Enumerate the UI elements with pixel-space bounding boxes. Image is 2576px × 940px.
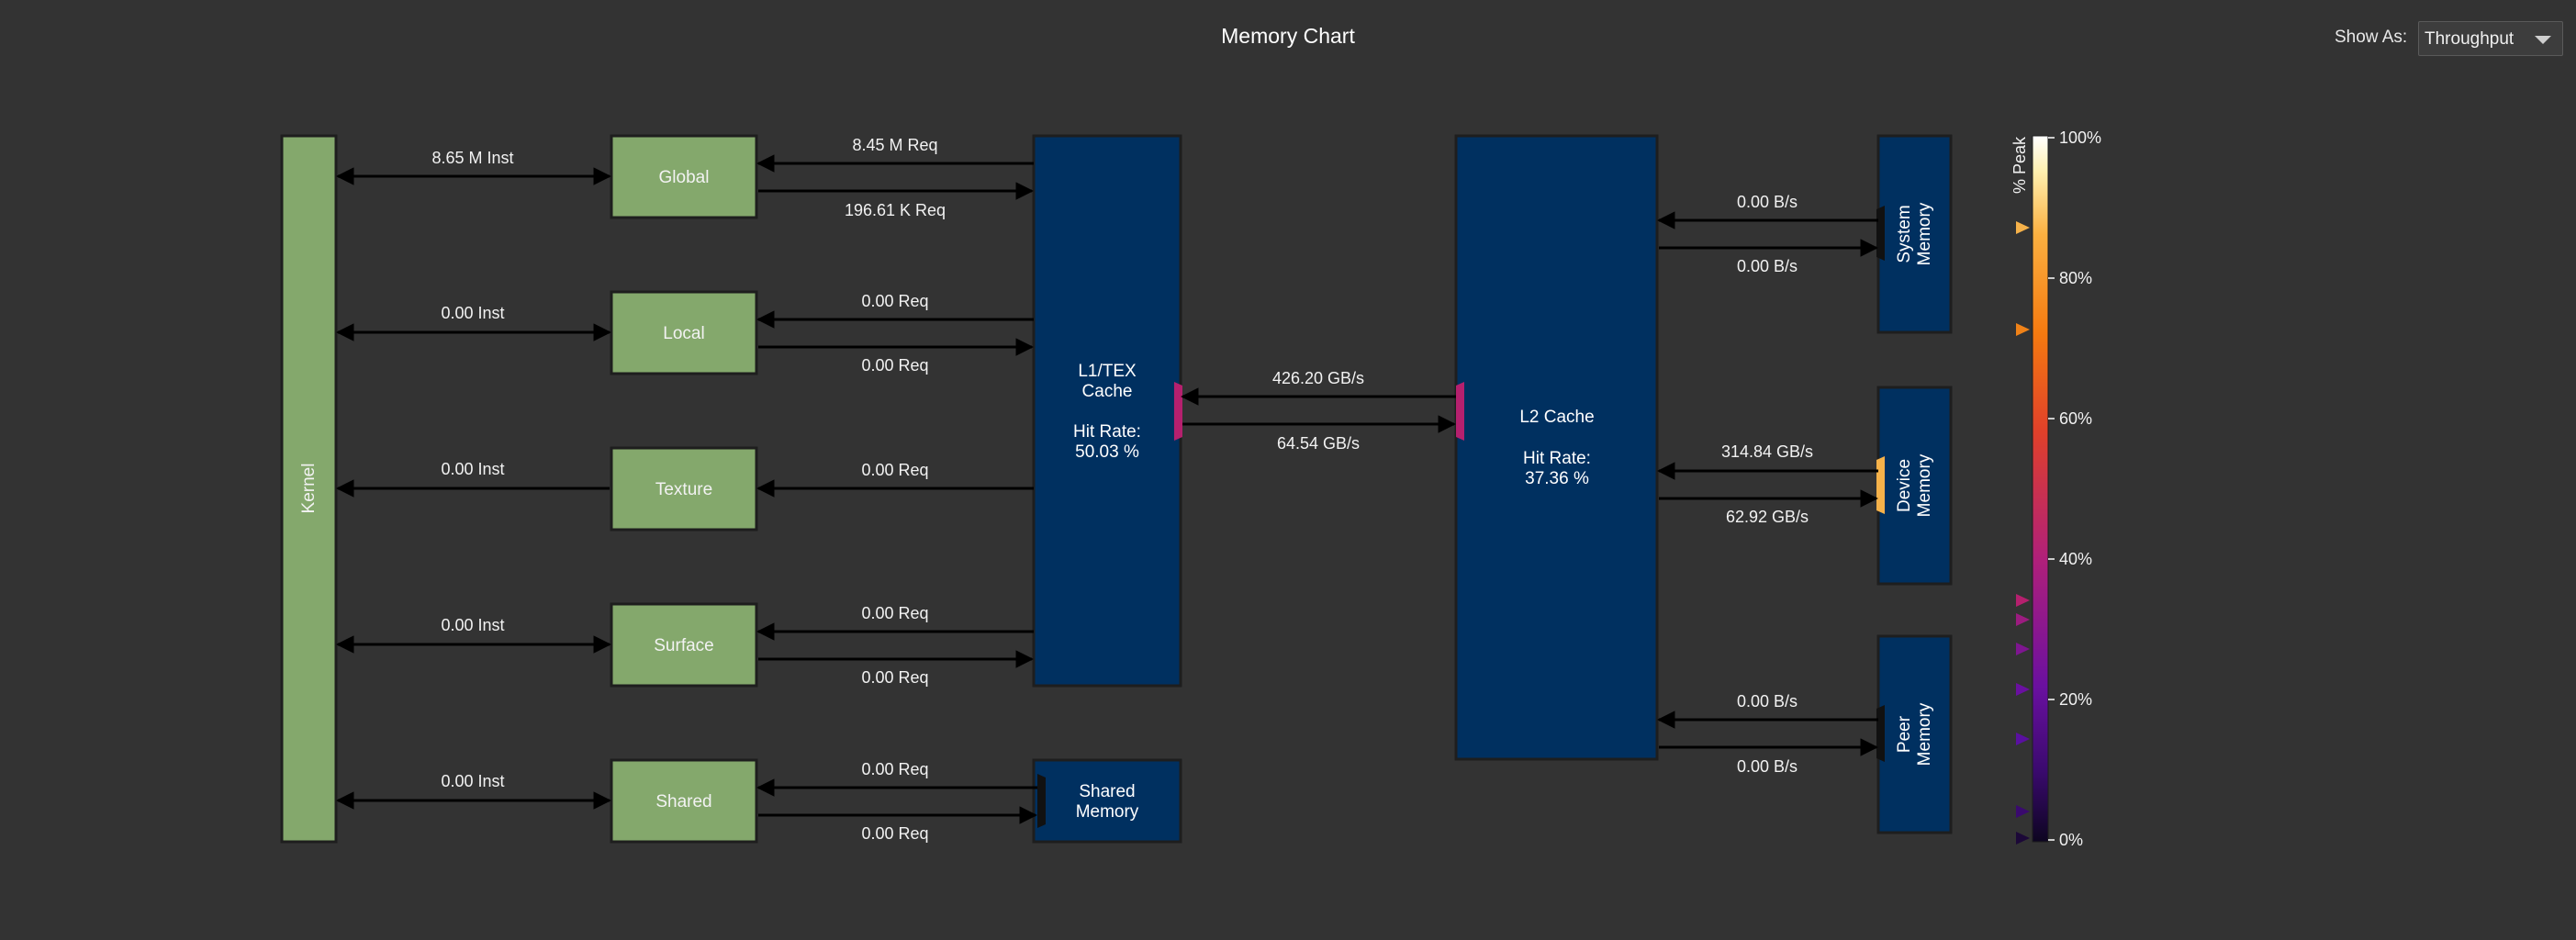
chevron-down-icon: [2535, 36, 2551, 44]
local-l1-out-value: 0.00 Req: [861, 356, 928, 375]
peak-marker: [2016, 832, 2030, 845]
system-memory-label-line1: System: [1895, 205, 1914, 263]
peak-marker: [2016, 643, 2030, 655]
peak-axis-label: % Peak: [2010, 136, 2029, 194]
global-l1-in-value: 8.45 M Req: [852, 136, 937, 154]
peak-scale: % Peak 100% 80% 60% 40% 20% 0%: [2010, 129, 2101, 849]
peak-marker: [2016, 323, 2030, 336]
kernel-global-value: 8.65 M Inst: [431, 149, 513, 167]
l1-label-line2: Cache: [1082, 382, 1133, 401]
local-label: Local: [663, 324, 704, 343]
l2-cache[interactable]: L2 Cache Hit Rate: 37.36 %: [1454, 134, 1659, 761]
peer-out-value: 0.00 B/s: [1737, 757, 1798, 776]
shared-memory-unit[interactable]: Shared Memory: [1032, 758, 1182, 844]
local-l1-in-value: 0.00 Req: [861, 292, 928, 310]
l1-hit-rate-label: Hit Rate:: [1073, 422, 1141, 442]
show-as-label: Show As:: [2335, 28, 2408, 47]
texture-l1-in-value: 0.00 Req: [861, 461, 928, 479]
texture-unit[interactable]: Texture: [610, 446, 758, 532]
shared-out-value: 0.00 Req: [861, 824, 928, 843]
l2-hit-rate-value: 37.36 %: [1525, 469, 1589, 488]
shared-unit[interactable]: Shared: [610, 758, 758, 844]
peak-gradient-bar: [2032, 135, 2049, 843]
system-out-value: 0.00 B/s: [1737, 257, 1798, 275]
peer-memory-unit[interactable]: Peer Memory: [1876, 634, 1953, 834]
kernel-local-value: 0.00 Inst: [441, 304, 504, 322]
surface-unit[interactable]: Surface: [610, 602, 758, 688]
device-memory-port: [1876, 456, 1885, 514]
l1-l2-port-left: [1174, 382, 1182, 441]
peak-tick-label: 0%: [2059, 831, 2083, 849]
local-unit[interactable]: Local: [610, 290, 758, 375]
peak-tick-label: 80%: [2059, 269, 2092, 287]
surface-label: Surface: [654, 636, 713, 655]
device-in-value: 314.84 GB/s: [1721, 442, 1813, 461]
show-as-value: Throughput: [2425, 29, 2514, 49]
device-memory-unit[interactable]: Device Memory: [1876, 386, 1953, 586]
peak-marker: [2016, 221, 2030, 234]
l1-tex-cache[interactable]: L1/TEX Cache Hit Rate: 50.03 %: [1032, 134, 1182, 688]
peak-tick-label: 60%: [2059, 409, 2092, 428]
peak-tick-label: 20%: [2059, 690, 2092, 709]
l2-hit-rate-label: Hit Rate:: [1523, 449, 1591, 468]
kernel-surface-value: 0.00 Inst: [441, 616, 504, 634]
device-out-value: 62.92 GB/s: [1726, 508, 1809, 526]
device-memory-label-line2: Memory: [1915, 453, 1934, 517]
kernel-texture-value: 0.00 Inst: [441, 460, 504, 478]
peak-tick-label: 100%: [2059, 129, 2101, 147]
global-unit[interactable]: Global: [610, 134, 758, 219]
kernel-label: Kernel: [299, 464, 319, 514]
kernel-unit[interactable]: Kernel: [280, 134, 338, 844]
shared-label: Shared: [655, 792, 711, 811]
peer-memory-label-line1: Peer: [1895, 715, 1914, 753]
peer-memory-port: [1876, 705, 1885, 762]
l1-hit-rate-value: 50.03 %: [1075, 442, 1139, 462]
surface-l1-out-value: 0.00 Req: [861, 668, 928, 687]
l1-l2-in-value: 426.20 GB/s: [1272, 369, 1364, 387]
l2-label: L2 Cache: [1519, 408, 1594, 427]
system-memory-label-line2: Memory: [1915, 202, 1934, 265]
system-memory-port: [1876, 206, 1885, 261]
peak-marker: [2016, 594, 2030, 607]
peak-marker: [2016, 733, 2030, 745]
chart-title: Memory Chart: [1221, 24, 1355, 48]
shared-memory-label-line1: Shared: [1079, 782, 1135, 801]
system-memory-unit[interactable]: System Memory: [1876, 134, 1953, 334]
l1-l2-port-right: [1456, 382, 1464, 441]
texture-label: Texture: [655, 480, 712, 499]
peak-marker: [2016, 805, 2030, 818]
peak-tick-label: 40%: [2059, 550, 2092, 568]
l1-label-line1: L1/TEX: [1078, 362, 1137, 381]
peak-marker: [2016, 613, 2030, 626]
show-as-dropdown[interactable]: Throughput: [2418, 21, 2563, 56]
global-l1-out-value: 196.61 K Req: [845, 201, 946, 219]
shared-memory-port: [1037, 774, 1046, 828]
global-label: Global: [659, 168, 710, 187]
l1-l2-out-value: 64.54 GB/s: [1277, 434, 1360, 453]
peer-memory-label-line2: Memory: [1915, 702, 1934, 766]
surface-l1-in-value: 0.00 Req: [861, 604, 928, 622]
peak-marker: [2016, 683, 2030, 696]
device-memory-label-line1: Device: [1895, 459, 1914, 512]
shared-in-value: 0.00 Req: [861, 760, 928, 778]
system-in-value: 0.00 B/s: [1737, 193, 1798, 211]
kernel-shared-value: 0.00 Inst: [441, 772, 504, 790]
shared-memory-label-line2: Memory: [1076, 802, 1139, 822]
peer-in-value: 0.00 B/s: [1737, 692, 1798, 711]
